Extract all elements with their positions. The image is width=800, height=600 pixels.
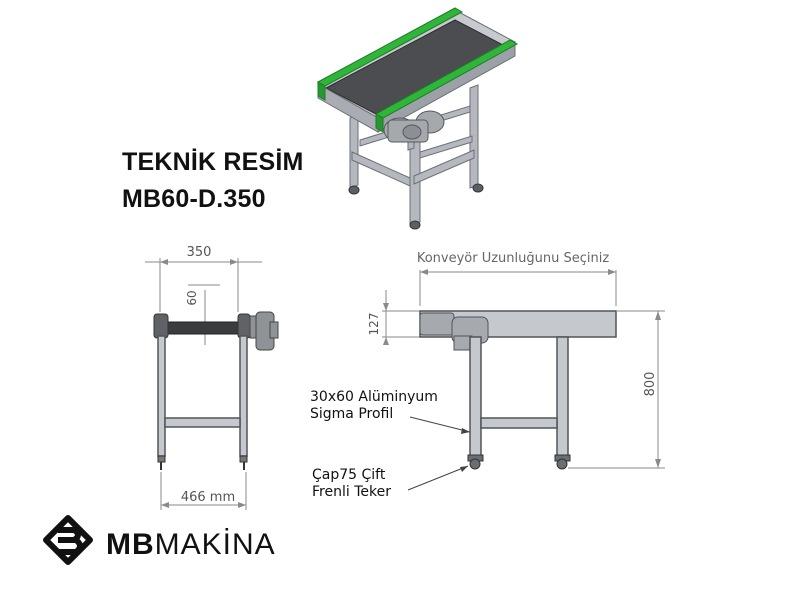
side-view: Konveyör Uzunluğunu Seçiniz 127 <box>367 251 665 491</box>
brand-light: MAKİNA <box>154 528 276 561</box>
wheel-callout-line2: Frenli Teker <box>312 484 391 500</box>
wheel-callout: Çap75 Çift Frenli Teker <box>312 467 391 501</box>
model-code: MB60-D.350 <box>122 185 266 213</box>
profile-callout-line1: 30x60 Alüminyum <box>310 389 438 405</box>
wheel-callout-line1: Çap75 Çift <box>312 467 386 483</box>
drawing-title: TEKNİK RESİM <box>122 148 304 176</box>
profile-callout-line2: Sigma Profil <box>310 406 394 422</box>
front-view: 350 60 466 <box>145 245 279 510</box>
roller-dimension: 60 <box>185 290 199 305</box>
isometric-view <box>316 7 519 230</box>
brand-name: MBMAKİNA <box>106 528 276 562</box>
height-dimension: 800 <box>643 372 658 397</box>
width-dimension: 350 <box>187 245 212 260</box>
base-dimension: 466 mm <box>181 490 235 505</box>
profile-callout: 30x60 Alüminyum Sigma Profil <box>310 389 438 423</box>
length-dimension: Konveyör Uzunluğunu Seçiniz <box>417 251 610 266</box>
mb-makina-logo <box>43 515 93 565</box>
brand-bold: MB <box>106 528 155 561</box>
frame-dimension: 127 <box>367 313 381 336</box>
